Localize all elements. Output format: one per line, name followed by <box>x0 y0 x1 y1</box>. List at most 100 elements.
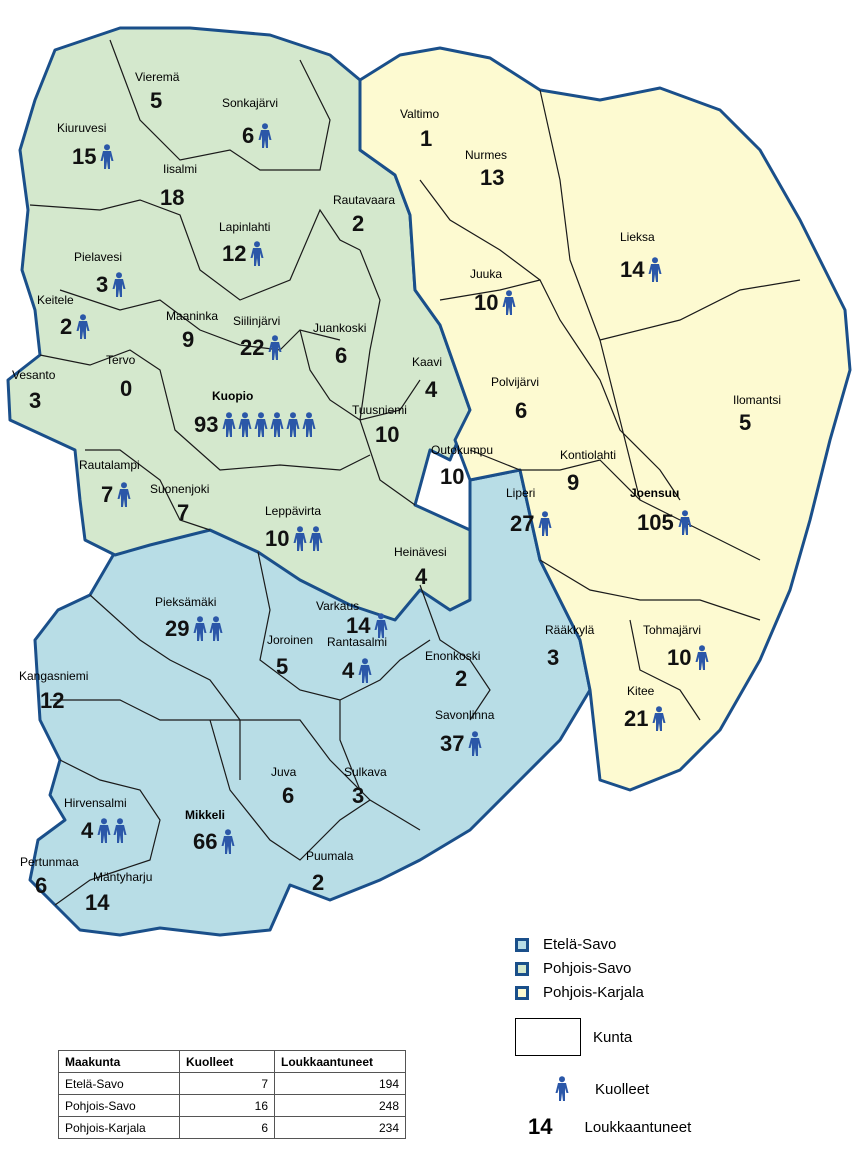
municipality-name-pertunmaa: Pertunmaa <box>20 855 79 869</box>
injured-count: 6 <box>282 783 295 808</box>
injured-count: 7 <box>101 482 114 507</box>
municipality-name-liperi: Liperi <box>506 486 536 500</box>
municipality-name-lapinlahti: Lapinlahti <box>219 220 271 234</box>
injured-count: 5 <box>150 88 163 113</box>
municipality-name-pieksamaki: Pieksämäki <box>155 595 217 609</box>
deaths-icons <box>678 510 694 536</box>
injured-count: 93 <box>194 412 219 437</box>
municipality-value-liperi: 27 <box>510 511 554 537</box>
municipality-value-juankoski: 6 <box>335 343 347 369</box>
person-icon <box>113 818 127 843</box>
person-icon <box>100 144 114 169</box>
deaths-icons <box>250 241 266 267</box>
municipality-value-pielavesi: 3 <box>96 272 128 298</box>
injured-count: 13 <box>480 165 505 190</box>
injured-count: 5 <box>276 654 289 679</box>
municipality-name-joroinen: Joroinen <box>267 633 314 647</box>
legend-label: Pohjois-Karjala <box>543 984 644 1001</box>
municipality-name-polvijarvi: Polvijärvi <box>491 375 540 389</box>
injured-count: 9 <box>182 327 195 352</box>
municipality-name-kiuruvesi: Kiuruvesi <box>57 121 107 135</box>
municipality-name-vesanto: Vesanto <box>12 368 56 382</box>
injured-count: 10 <box>474 290 499 315</box>
municipality-name-raakkyla: Rääkkylä <box>545 623 595 637</box>
person-icon <box>117 482 131 507</box>
deaths-icons <box>221 829 237 855</box>
injured-count: 5 <box>739 410 752 435</box>
municipality-name-joensuu: Joensuu <box>630 486 680 500</box>
legend-pohjois-karjala: Pohjois-Karjala <box>515 984 644 1001</box>
injured-count: 3 <box>547 645 560 670</box>
person-icon <box>652 706 666 731</box>
injured-count: 22 <box>240 335 265 360</box>
injured-count: 37 <box>440 731 465 756</box>
deaths-icons <box>468 731 484 757</box>
municipality-name-pielavesi: Pielavesi <box>74 250 123 264</box>
municipality-name-lieksa: Lieksa <box>620 230 655 244</box>
municipality-name-tohmajarvi: Tohmajärvi <box>643 623 702 637</box>
municipality-name-hirvensalmi: Hirvensalmi <box>64 796 127 810</box>
person-icon <box>250 241 264 266</box>
stats-table: Maakunta Kuolleet Loukkaantuneet Etelä-S… <box>58 1050 406 1139</box>
injured-count: 9 <box>567 470 580 495</box>
region-pohjois-karjala <box>358 46 852 792</box>
person-icon <box>270 412 284 437</box>
injured-count: 10 <box>667 645 692 670</box>
municipality-value-kangasniemi: 12 <box>40 688 64 714</box>
injured-count: 29 <box>165 616 190 641</box>
municipality-value-leppavirta: 10 <box>265 526 325 552</box>
municipality-name-mikkeli: Mikkeli <box>185 808 226 822</box>
municipality-value-lieksa: 14 <box>620 257 664 283</box>
municipality-name-maaninka: Maaninka <box>166 309 219 323</box>
injured-count: 2 <box>352 211 365 236</box>
municipality-value-iisalmi: 18 <box>160 185 184 211</box>
cell-injured: 234 <box>274 1116 406 1139</box>
municipality-value-vesanto: 3 <box>29 388 41 414</box>
municipality-borders <box>29 39 801 906</box>
municipality-name-juankoski: Juankoski <box>313 321 367 335</box>
injured-count: 4 <box>425 377 438 402</box>
person-icon <box>222 412 236 437</box>
municipality-value-sonkajarvi: 6 <box>242 123 274 149</box>
municipality-name-kangasniemi: Kangasniemi <box>19 669 89 683</box>
municipality-value-rantasalmi: 4 <box>342 658 374 684</box>
injured-count: 4 <box>342 658 355 683</box>
municipality-value-lapinlahti: 12 <box>222 241 266 267</box>
person-icon <box>309 526 323 551</box>
person-icon <box>374 613 388 638</box>
deaths-icons <box>502 290 518 316</box>
person-icon <box>258 123 272 148</box>
municipality-value-rautavaara: 2 <box>352 211 364 237</box>
municipality-name-suonenjoki: Suonenjoki <box>150 482 210 496</box>
cell-deaths: 16 <box>179 1094 275 1117</box>
deaths-icons <box>100 144 116 170</box>
municipality-value-keitele: 2 <box>60 314 92 340</box>
municipality-value-kitee: 21 <box>624 706 668 732</box>
injured-count: 10 <box>375 422 400 447</box>
municipality-value-puumala: 2 <box>312 870 324 896</box>
legend-kunta: Kunta <box>515 1018 632 1056</box>
municipality-name-tuusniemi: Tuusniemi <box>352 403 407 417</box>
injured-count: 3 <box>96 272 109 297</box>
injured-count: 14 <box>85 890 110 915</box>
table-row: Pohjois-Savo 16 248 <box>58 1094 406 1117</box>
person-icon <box>97 818 111 843</box>
municipality-value-joroinen: 5 <box>276 654 288 680</box>
person-icon <box>695 645 709 670</box>
municipality-name-rantasalmi: Rantasalmi <box>327 635 388 649</box>
municipality-name-vierema: Vieremä <box>135 70 180 84</box>
deaths-icons <box>117 482 133 508</box>
legend-label: Etelä-Savo <box>543 936 617 953</box>
municipality-name-heinavesi: Heinävesi <box>394 545 447 559</box>
municipality-name-ilomantsi: Ilomantsi <box>733 393 782 407</box>
injured-count: 10 <box>265 526 290 551</box>
municipality-value-pertunmaa: 6 <box>35 873 47 899</box>
municipality-name-puumala: Puumala <box>306 849 354 863</box>
municipality-name-keitele: Keitele <box>37 293 74 307</box>
cell-deaths: 6 <box>179 1116 275 1139</box>
deaths-icons <box>695 645 711 671</box>
person-icon <box>648 257 662 282</box>
cell-region: Pohjois-Savo <box>58 1094 180 1117</box>
deaths-icons <box>538 511 554 537</box>
